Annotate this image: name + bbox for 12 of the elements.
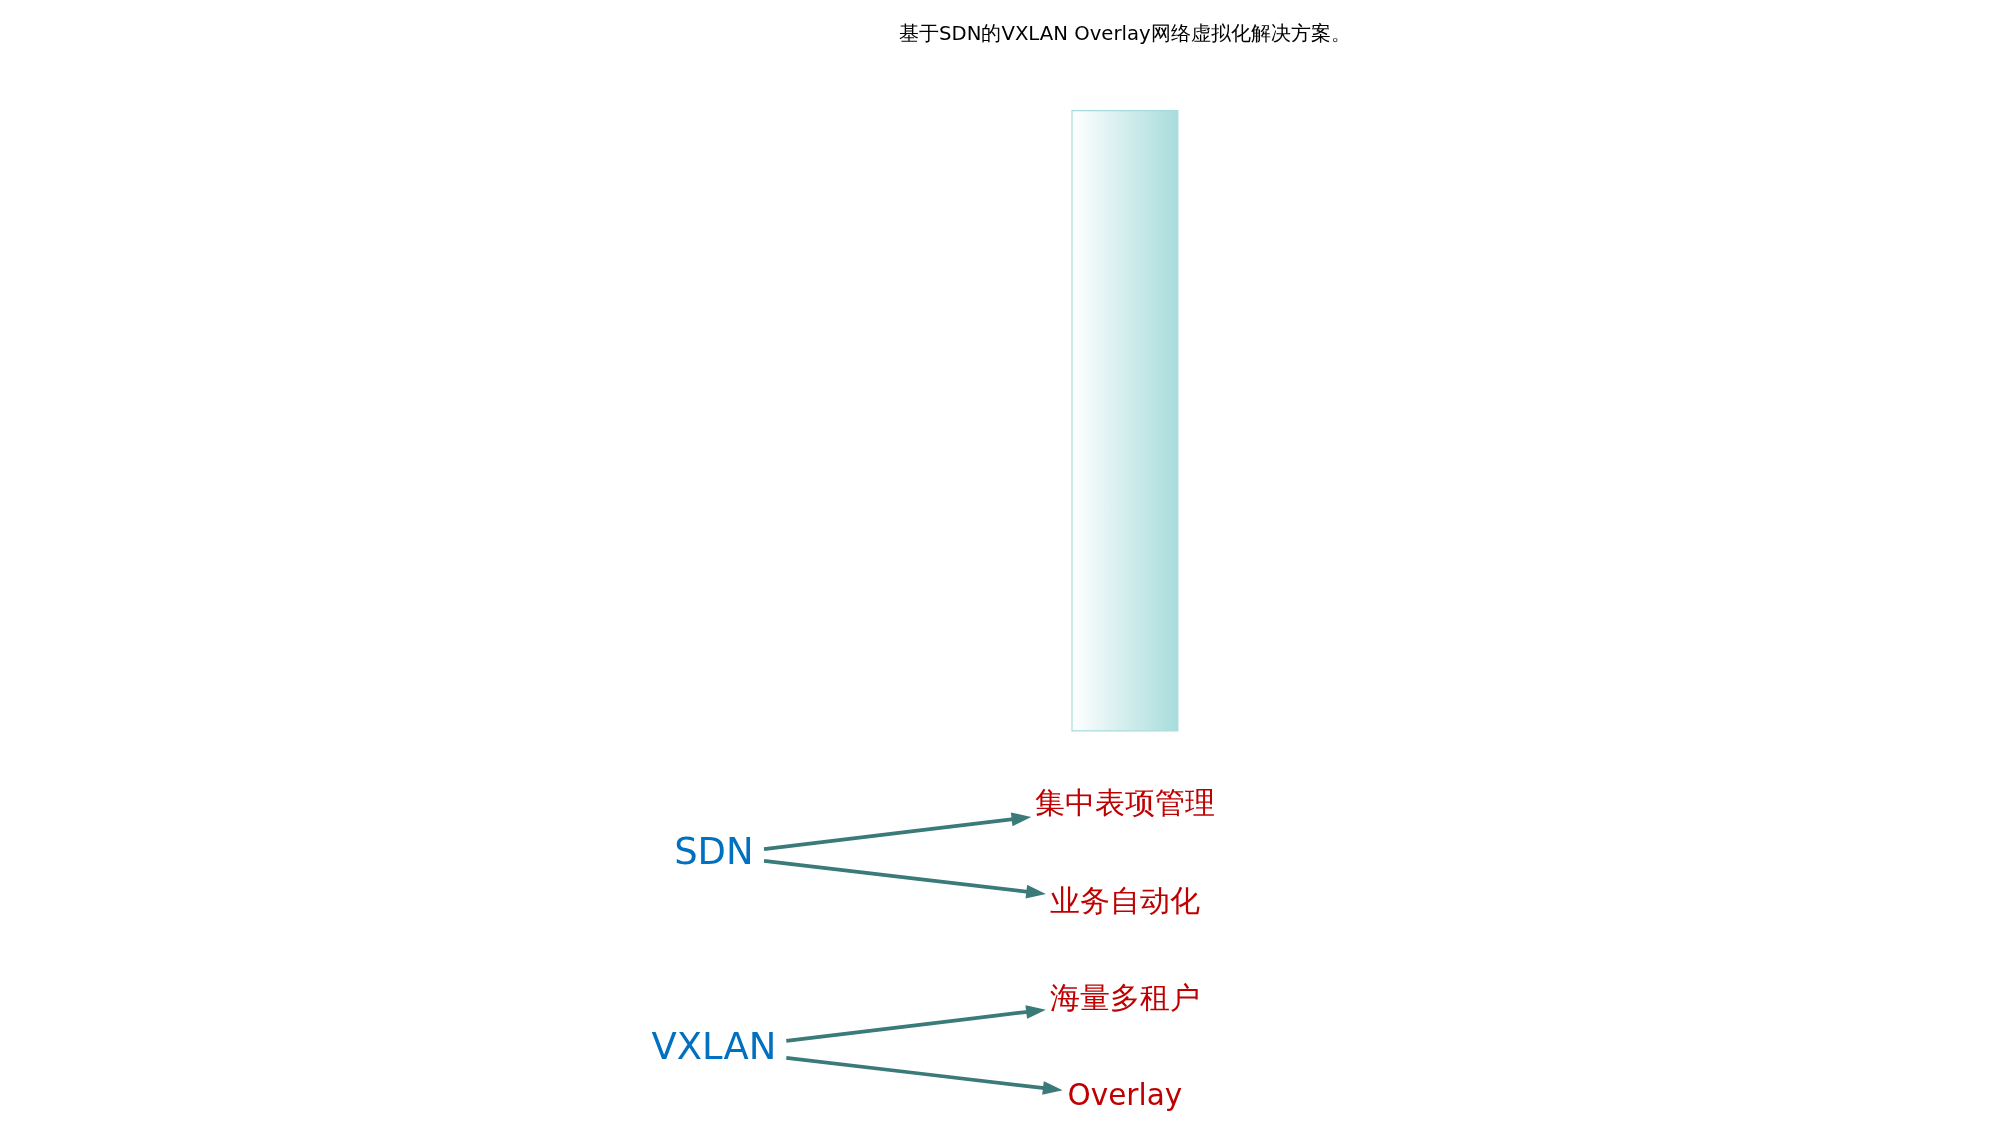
arrow <box>763 812 1032 851</box>
node-bar <box>1071 110 1179 732</box>
arrow <box>786 1056 1063 1095</box>
node-text: SDN <box>674 830 754 874</box>
node-text: 业务自动化 <box>1049 883 1200 918</box>
node-text: 集中表项管理 <box>1034 786 1215 821</box>
arrow <box>786 1005 1046 1043</box>
node-text: VXLAN <box>651 1024 777 1068</box>
label: 基于SDN的VXLAN Overlay网络虚拟化解决方案。 <box>899 22 1351 46</box>
arrow <box>763 858 1046 899</box>
node-text: 海量多租户 <box>1049 980 1200 1015</box>
node-text: Overlay <box>1067 1078 1183 1113</box>
